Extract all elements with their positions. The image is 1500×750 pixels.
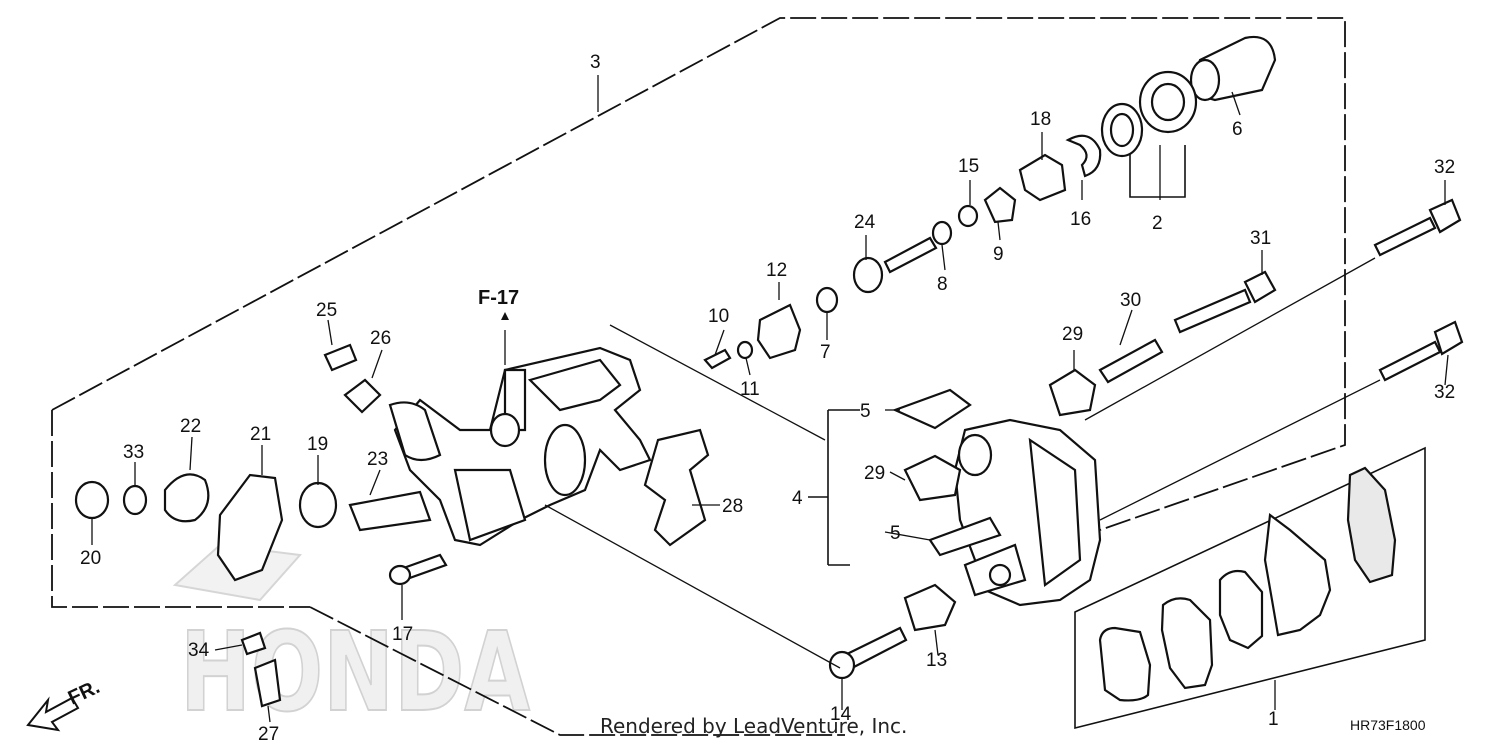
callout-31: 31	[1250, 228, 1271, 249]
callout-12: 12	[766, 260, 787, 281]
callout-15: 15	[958, 156, 979, 177]
callout-22: 22	[180, 416, 201, 437]
parking-brake-parts	[74, 378, 1002, 708]
assembly-3-boundary	[51, 17, 1346, 736]
callout-32-upper: 32	[1434, 157, 1455, 178]
callout-30: 30	[1120, 290, 1141, 311]
callout-17: 17	[392, 624, 413, 645]
callout-28: 28	[722, 496, 743, 517]
brake-pads	[1098, 466, 1397, 702]
callout-2: 2	[1152, 213, 1163, 234]
honda-watermark: HONDA	[172, 543, 531, 737]
callout-16: 16	[1070, 209, 1091, 230]
callout-4: 4	[792, 488, 803, 509]
callout-29-upper: 29	[1062, 324, 1083, 345]
credit-text: Rendered by LeadVenture, Inc.	[600, 714, 907, 738]
callout-5-upper: 5	[860, 401, 871, 422]
caliper-bracket	[953, 418, 1102, 607]
leader-lines	[91, 75, 1449, 723]
bolts	[323, 198, 1464, 680]
callout-18: 18	[1030, 109, 1051, 130]
callout-32-lower: 32	[1434, 382, 1455, 403]
bracket-group-2	[1129, 145, 1186, 198]
callout-13: 13	[926, 650, 947, 671]
callout-19: 19	[307, 434, 328, 455]
callout-8: 8	[937, 274, 948, 295]
callout-25: 25	[316, 300, 337, 321]
pad-set-boundary	[1074, 446, 1426, 730]
reference-label: F-17	[478, 287, 519, 309]
callout-7: 7	[820, 342, 831, 363]
callout-21: 21	[250, 424, 271, 445]
callout-14: 14	[830, 704, 852, 725]
callout-24: 24	[854, 212, 876, 233]
figure-code: HR73F1800	[1350, 717, 1426, 733]
callout-6: 6	[1232, 119, 1243, 140]
callout-9: 9	[993, 244, 1004, 265]
callout-29-lower: 29	[864, 463, 885, 484]
callout-11: 11	[740, 379, 760, 400]
bracket-group-4	[808, 409, 860, 566]
front-direction-arrow: FR.	[26, 676, 103, 732]
piston-group	[703, 35, 1277, 370]
watermark-text: HONDA	[180, 608, 530, 736]
callout-5-lower: 5	[890, 523, 901, 544]
callout-1: 1	[1268, 709, 1279, 730]
callout-3: 3	[590, 52, 601, 73]
callout-27: 27	[258, 724, 279, 745]
callout-34: 34	[188, 640, 210, 661]
callout-labels: 1 2 3 4 5 5 6 7 8 9 10 11 12 13 14 15 16…	[80, 52, 1455, 745]
callout-23: 23	[367, 449, 388, 470]
callout-26: 26	[370, 328, 391, 349]
callout-33: 33	[123, 442, 144, 463]
caliper-body	[388, 346, 652, 547]
callout-20: 20	[80, 548, 101, 569]
callout-10: 10	[708, 306, 729, 327]
